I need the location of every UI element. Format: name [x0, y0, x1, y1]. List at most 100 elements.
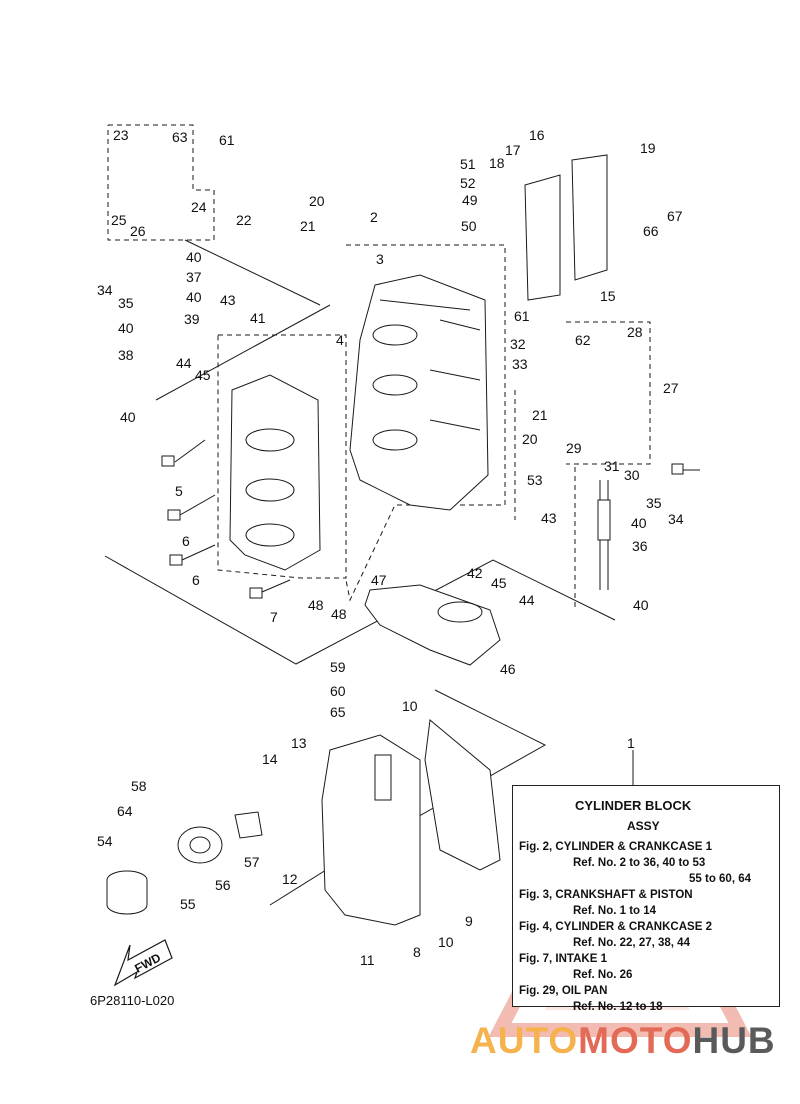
legend-line: Fig. 2, CYLINDER & CRANKCASE 1	[519, 841, 712, 853]
part-label-4: 4	[336, 332, 344, 348]
legend-line: Ref. No. 12 to 18	[573, 1001, 663, 1013]
part-label-55: 55	[180, 896, 196, 912]
legend-title: CYLINDER BLOCK	[575, 798, 692, 813]
part-label-20b: 20	[522, 431, 538, 447]
part-label-40b: 40	[186, 289, 202, 305]
part-label-45b: 45	[491, 575, 507, 591]
part-label-15: 15	[600, 288, 616, 304]
part-label-37: 37	[186, 269, 202, 285]
legend-line: Ref. No. 2 to 36, 40 to 53	[573, 857, 706, 869]
figure-code: 6P28110-L020	[90, 993, 175, 1008]
bolt-7	[249, 579, 291, 599]
part-label-28: 28	[627, 324, 643, 340]
bolt-6a	[167, 494, 216, 521]
part-label-44b: 44	[519, 592, 535, 608]
part-label-11: 11	[360, 952, 375, 968]
part-label-38: 38	[118, 347, 134, 363]
part-label-40e: 40	[631, 515, 647, 531]
part-label-18: 18	[489, 155, 505, 171]
part-label-64: 64	[117, 803, 133, 819]
part-label-26: 26	[130, 223, 146, 239]
part-label-32: 32	[510, 336, 526, 352]
part-label-40a: 40	[186, 249, 202, 265]
part-label-29: 29	[566, 440, 582, 456]
part-label-61a: 61	[219, 132, 235, 148]
part-label-21b: 21	[532, 407, 548, 423]
part-label-57: 57	[244, 854, 260, 870]
cover-plate-15	[571, 154, 608, 281]
part-label-10b: 10	[438, 934, 454, 950]
legend-line: Fig. 4, CYLINDER & CRANKCASE 2	[519, 921, 712, 933]
part-label-24: 24	[191, 199, 207, 215]
watermark-part-3: HUB	[692, 1020, 776, 1061]
part-label-30: 30	[624, 467, 640, 483]
oil-pan-assembly	[321, 734, 421, 926]
group-22-outline	[107, 124, 215, 241]
part-label-63: 63	[172, 129, 188, 145]
legend-line: Ref. No. 1 to 14	[573, 905, 657, 917]
part-label-8: 8	[413, 944, 421, 960]
bolt-5	[161, 439, 206, 467]
part-label-31: 31	[604, 458, 620, 474]
part-label-21a: 21	[300, 218, 316, 234]
oil-filter-54	[106, 870, 148, 915]
fwd-arrow	[113, 939, 173, 987]
frame-upper	[104, 555, 616, 665]
gasket-9	[424, 719, 501, 871]
part-label-66: 66	[643, 223, 659, 239]
legend-line: Ref. No. 26	[573, 969, 633, 981]
part-label-48b: 48	[331, 606, 347, 622]
part-label-58: 58	[131, 778, 147, 794]
part-label-60: 60	[330, 683, 346, 699]
part-label-20a: 20	[309, 193, 325, 209]
part-label-40f: 40	[633, 597, 649, 613]
part-label-7: 7	[270, 609, 278, 625]
part-label-62: 62	[575, 332, 591, 348]
part-label-9: 9	[465, 913, 473, 929]
group-27-outline	[566, 321, 651, 465]
part-label-51: 51	[460, 156, 476, 172]
part-label-47: 47	[371, 572, 387, 588]
part-label-10a: 10	[402, 698, 418, 714]
part-label-13: 13	[291, 735, 307, 751]
part-label-14: 14	[262, 751, 278, 767]
part-label-40d: 40	[120, 409, 136, 425]
cover-plate-18	[524, 174, 561, 301]
part-label-27: 27	[663, 380, 679, 396]
part-label-19: 19	[640, 140, 656, 156]
part-label-40c: 40	[118, 320, 134, 336]
part-label-17: 17	[505, 142, 521, 158]
part-label-46: 46	[500, 661, 516, 677]
legend-subtitle: ASSY	[627, 819, 660, 833]
part-label-49: 49	[462, 192, 478, 208]
part-label-59: 59	[330, 659, 346, 675]
part-label-12: 12	[282, 871, 298, 887]
part-label-43b: 43	[541, 510, 557, 526]
part-label-35b: 35	[646, 495, 662, 511]
legend-line: Ref. No. 22, 27, 38, 44	[573, 937, 690, 949]
part-label-41: 41	[250, 310, 266, 326]
part-label-65: 65	[330, 704, 346, 720]
part-label-48a: 48	[308, 597, 324, 613]
part-label-36: 36	[632, 538, 648, 554]
watermark-text: AUTOMOTOHUB	[470, 1020, 776, 1062]
part-label-35a: 35	[118, 295, 134, 311]
part-label-5: 5	[175, 483, 183, 499]
part-label-42: 42	[467, 565, 483, 581]
legend-line: Fig. 3, CRANKSHAFT & PISTON	[519, 889, 693, 901]
watermark-part-1: AUTO	[470, 1020, 579, 1061]
legend-line: 55 to 60, 64	[689, 873, 752, 885]
bolt-6b	[169, 544, 216, 566]
part-label-54: 54	[97, 833, 113, 849]
part-label-67: 67	[667, 208, 683, 224]
legend-line: Fig. 7, INTAKE 1	[519, 953, 607, 965]
part-label-6b: 6	[192, 572, 200, 588]
part-label-53: 53	[527, 472, 543, 488]
legend-line: Fig. 29, OIL PAN	[519, 985, 608, 997]
part-label-23: 23	[113, 127, 129, 143]
watermark-part-2: MOTO	[578, 1020, 693, 1061]
part-label-61b: 61	[514, 308, 530, 324]
gasket-46	[364, 584, 501, 666]
part-label-6a: 6	[182, 533, 190, 549]
part-label-43a: 43	[220, 292, 236, 308]
